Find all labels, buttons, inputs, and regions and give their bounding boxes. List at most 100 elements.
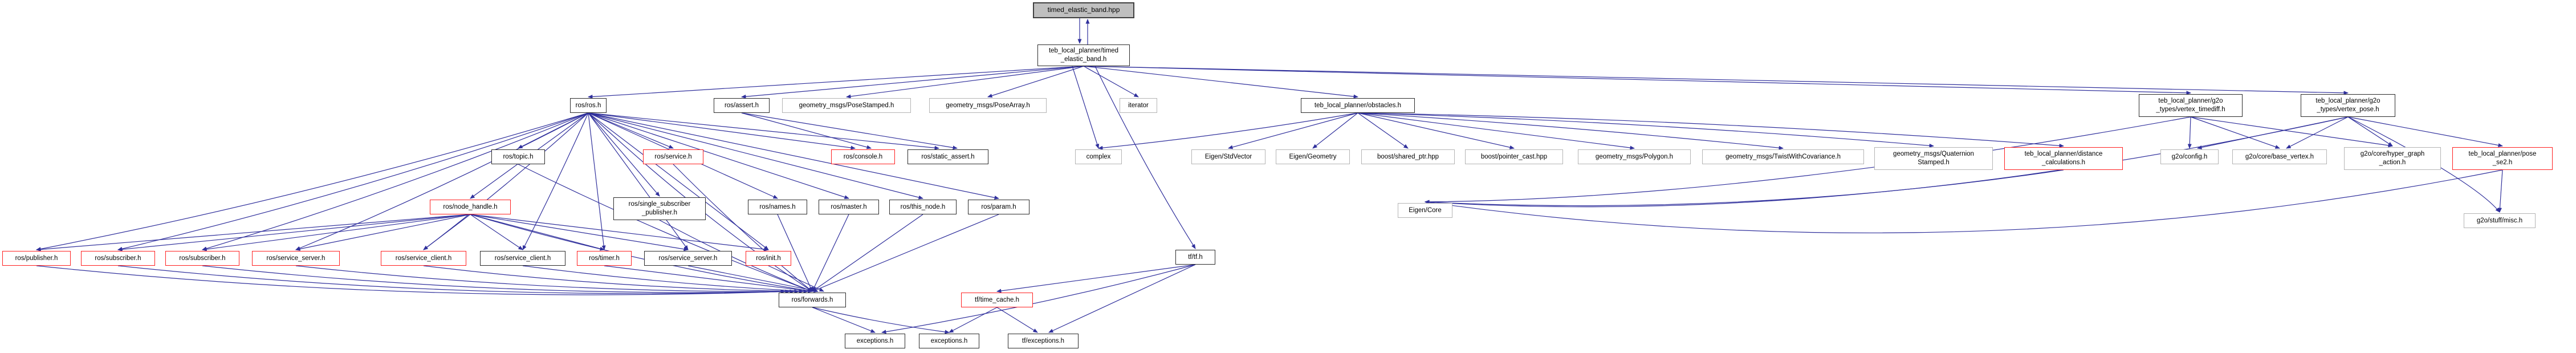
edge-init-forwards bbox=[768, 265, 824, 292]
edge-vpose-misc bbox=[2347, 116, 2500, 213]
node-forwards[interactable]: ros/forwards.h bbox=[779, 293, 846, 307]
node-vtimediff[interactable]: teb_local_planner/g2o_types/vertex_timed… bbox=[2139, 94, 2243, 117]
node-label: timed_elastic_band.hpp bbox=[1047, 6, 1120, 14]
edge-ros_h-service_server1 bbox=[295, 112, 589, 250]
edge-obstacles-eigen_geometry bbox=[1312, 112, 1358, 149]
node-console[interactable]: ros/console.h bbox=[831, 149, 895, 164]
node-ros_h[interactable]: ros/ros.h bbox=[570, 98, 607, 113]
node-label: ros/static_assert.h bbox=[921, 153, 975, 160]
node-label: ros/ros.h bbox=[575, 102, 601, 109]
node-subscriber2[interactable]: ros/subscriber.h bbox=[165, 251, 239, 266]
node-iterator: iterator bbox=[1120, 98, 1157, 113]
edge-ros_h-service_client2 bbox=[522, 112, 589, 250]
node-label: tf/time_cache.h bbox=[975, 296, 1019, 303]
node-names[interactable]: ros/names.h bbox=[748, 200, 807, 214]
node-label: exceptions.h bbox=[930, 337, 968, 344]
edge-obstacles-distance_calc bbox=[1357, 112, 2064, 148]
edge-ros_h-static_assert bbox=[588, 112, 939, 150]
node-param[interactable]: ros/param.h bbox=[968, 200, 1029, 214]
node-pose_se2[interactable]: teb_local_planner/pose_se2.h bbox=[2452, 147, 2553, 170]
node-subscriber1[interactable]: ros/subscriber.h bbox=[81, 251, 155, 266]
node-label: ros/this_node.h bbox=[900, 203, 946, 210]
node-label: geometry_msgs/Polygon.h bbox=[1595, 153, 1674, 160]
edge-publisher-forwards bbox=[36, 265, 786, 295]
edge-node_handle-forwards bbox=[470, 214, 813, 293]
node-distance_calc[interactable]: teb_local_planner/distance_calculations.… bbox=[2004, 147, 2123, 170]
edge-teb_h-posestamped bbox=[846, 66, 1084, 99]
edge-vtimediff-base_vertex bbox=[2190, 116, 2280, 149]
node-label: teb_local_planner/timed_elastic_band.h bbox=[1048, 47, 1119, 63]
node-exceptions2[interactable]: exceptions.h bbox=[919, 334, 979, 348]
node-topic[interactable]: ros/topic.h bbox=[491, 149, 545, 164]
node-label: Eigen/StdVector bbox=[1204, 153, 1252, 160]
node-config: g2o/config.h bbox=[2160, 149, 2219, 164]
edge-ros_h-console bbox=[588, 112, 856, 150]
node-label: teb_local_planner/g2o_types/vertex_timed… bbox=[2156, 98, 2225, 113]
node-label: boost/shared_ptr.hpp bbox=[1377, 153, 1439, 160]
edge-obstacles-complex bbox=[1098, 112, 1358, 150]
node-tf_exceptions[interactable]: tf/exceptions.h bbox=[1008, 334, 1079, 348]
node-label: geometry_msgs/PoseStamped.h bbox=[799, 102, 894, 109]
node-posearray: geometry_msgs/PoseArray.h bbox=[929, 98, 1047, 113]
node-label: ros/forwards.h bbox=[791, 296, 833, 303]
node-this_node[interactable]: ros/this_node.h bbox=[889, 200, 957, 214]
node-service_client2[interactable]: ros/service_client.h bbox=[480, 251, 565, 266]
edge-vtimediff-eigen_core bbox=[1425, 116, 2191, 204]
edge-tf_tf-exceptions1 bbox=[881, 264, 1196, 334]
node-label: ros/publisher.h bbox=[15, 254, 58, 262]
node-service_client1[interactable]: ros/service_client.h bbox=[381, 251, 466, 266]
edge-vpose-hyper_graph bbox=[2347, 116, 2393, 147]
node-label: iterator bbox=[1128, 102, 1149, 109]
node-assert[interactable]: ros/assert.h bbox=[714, 98, 770, 113]
edge-obstacles-twistcov bbox=[1357, 112, 1784, 150]
node-static_assert[interactable]: ros/static_assert.h bbox=[907, 149, 988, 164]
node-obstacles[interactable]: teb_local_planner/obstacles.h bbox=[1301, 98, 1415, 113]
node-label: ros/console.h bbox=[843, 153, 883, 160]
edge-service_server2-forwards bbox=[687, 265, 819, 293]
node-polygon: geometry_msgs/Polygon.h bbox=[1578, 149, 1691, 164]
node-exceptions1[interactable]: exceptions.h bbox=[845, 334, 905, 348]
node-label: Eigen/Geometry bbox=[1289, 153, 1337, 160]
edge-teb_h-obstacles bbox=[1083, 66, 1358, 99]
node-node_handle[interactable]: ros/node_handle.h bbox=[430, 200, 511, 214]
edge-ssp-forwards bbox=[659, 220, 813, 292]
node-vpose[interactable]: teb_local_planner/g2o_types/vertex_pose.… bbox=[2301, 94, 2395, 117]
node-publisher[interactable]: ros/publisher.h bbox=[2, 251, 71, 266]
node-service[interactable]: ros/service.h bbox=[643, 149, 703, 164]
edge-tf_tf-tf_exceptions bbox=[1048, 264, 1196, 333]
node-stdvector: Eigen/StdVector bbox=[1191, 149, 1265, 164]
edge-time_cache-tf_exceptions bbox=[996, 307, 1038, 333]
node-label: tf/tf.h bbox=[1188, 253, 1203, 261]
edge-names-forwards bbox=[777, 214, 813, 292]
node-misc: g2o/stuff/misc.h bbox=[2464, 213, 2536, 228]
node-label: ros/assert.h bbox=[724, 102, 759, 109]
edge-obstacles-pointer_cast bbox=[1357, 112, 1515, 149]
node-service_server1[interactable]: ros/service_server.h bbox=[252, 251, 340, 266]
node-label: teb_local_planner/pose_se2.h bbox=[2468, 151, 2537, 166]
node-twistcov: geometry_msgs/TwistWithCovariance.h bbox=[1702, 149, 1864, 164]
node-teb_h[interactable]: teb_local_planner/timed_elastic_band.h bbox=[1037, 44, 1130, 66]
node-label: g2o/core/hyper_graph_action.h bbox=[2360, 151, 2425, 166]
edge-node_handle-publisher bbox=[36, 214, 471, 251]
node-init[interactable]: ros/init.h bbox=[746, 251, 791, 266]
node-tf_tf[interactable]: tf/tf.h bbox=[1175, 250, 1215, 265]
edge-ros_h-master bbox=[588, 112, 849, 199]
node-time_cache[interactable]: tf/time_cache.h bbox=[961, 293, 1033, 307]
node-label: ros/node_handle.h bbox=[443, 203, 498, 210]
node-ssp[interactable]: ros/single_subscriber_publisher.h bbox=[613, 197, 706, 220]
node-service_server2[interactable]: ros/service_server.h bbox=[644, 251, 732, 266]
node-timer[interactable]: ros/timer.h bbox=[577, 251, 632, 266]
node-master[interactable]: ros/master.h bbox=[819, 200, 879, 214]
edge-subscriber2-forwards bbox=[202, 265, 795, 294]
edge-param-forwards bbox=[812, 214, 999, 292]
edge-topic-forwards bbox=[518, 164, 813, 292]
edge-node_handle-service_server1 bbox=[295, 214, 471, 251]
edge-tf_tf-time_cache bbox=[996, 264, 1196, 293]
edge-this_node-forwards bbox=[812, 214, 923, 292]
edge-obstacles-shared_ptr bbox=[1357, 112, 1409, 149]
node-label: ros/init.h bbox=[756, 254, 781, 262]
node-label: ros/single_subscriber_publisher.h bbox=[628, 201, 691, 216]
edge-ros_h-subscriber1 bbox=[117, 112, 589, 251]
